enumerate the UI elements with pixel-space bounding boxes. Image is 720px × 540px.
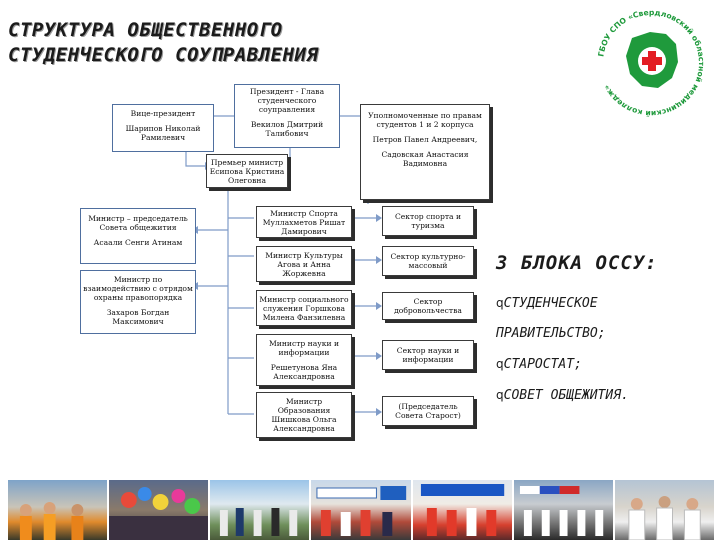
minister-culture-line-2: Агова и Анна [277, 260, 331, 269]
blocks-heading: 3 БЛОКА ОССУ: [496, 252, 658, 274]
students-street-photo [513, 480, 613, 540]
minister-education-line-2: Образования [277, 406, 331, 415]
sector-sport-line-2: туризма [411, 221, 445, 230]
law-line-1: Министр по [113, 275, 163, 284]
box-minister-science: Министр науки и информации Решетунова Ян… [256, 334, 352, 386]
ombudsmen-line-4: Петров Павел Андреевич, [372, 135, 478, 144]
vice-line-1: Вице-президент [130, 109, 196, 118]
box-sector-volunteer: Сектор добровольчества [382, 292, 474, 320]
vice-line-4: Рамилевич [140, 133, 186, 142]
bullet-icon: q [496, 388, 504, 402]
outdoor-group-photo [210, 480, 310, 540]
sector-volunteer-line-2: добровольчества [394, 306, 462, 315]
minister-social-line-1: Министр социального [259, 295, 349, 304]
title-line-2: СТУДЕНЧЕСКОГО СОУПРАВЛЕНИЯ [8, 44, 319, 66]
page-title: СТРУКТУРА ОБЩЕСТВЕННОГО СТУДЕНЧЕСКОГО СО… [8, 18, 318, 68]
president-line-3: соуправления [258, 105, 316, 114]
sector-culture-line-2: массовый [408, 261, 448, 270]
minister-education-line-3: Шишкова Ольга [271, 415, 337, 424]
minister-culture-line-1: Министр Культуры [265, 251, 343, 260]
law-line-2: взаимодействию с отрядом [83, 284, 193, 293]
blocks-item-2-text: СТАРОСТАТ; [503, 357, 582, 372]
law-line-5: Захаров Богдан [106, 308, 170, 317]
president-line-2: студенческого [257, 96, 317, 105]
crowd-balloons-photo [109, 480, 209, 540]
sector-headmen-line-1: (Председатель [398, 402, 458, 411]
premier-line-1: Премьер министр [210, 158, 284, 167]
president-line-5: Векилов Дмитрий [250, 120, 324, 129]
title-line-1: СТРУКТУРА ОБЩЕСТВЕННОГО [8, 19, 283, 41]
blocks-item-1-text: СТУДЕНЧЕСКОЕ [503, 296, 598, 311]
bullet-icon: q [496, 296, 504, 310]
bullet-icon: q [496, 357, 504, 371]
minister-education-line-1: Министр [285, 397, 323, 406]
blocks-item-1-cont-text: ПРАВИТЕЛЬСТВО; [496, 326, 606, 341]
blocks-item-1: qСТУДЕНЧЕСКОЕ [496, 288, 718, 319]
box-sector-sport: Сектор спорта и туризма [382, 206, 474, 236]
minister-culture-line-3: Жоржевна [282, 269, 326, 278]
minister-social-line-3: Милена Фанзилевна [262, 313, 346, 322]
minister-sport-line-2: Муллахметов Ришат [262, 218, 346, 227]
box-minister-social: Министр социального служения Горшкова Ми… [256, 290, 352, 326]
sector-science-line-2: информации [402, 355, 454, 364]
blocks-item-2: qСТАРОСТАТ; [496, 349, 718, 380]
minister-science-line-2: информации [278, 348, 330, 357]
dorm-line-1: Министр – председатель [88, 214, 188, 223]
vice-line-3: Шарипов Николай [125, 124, 201, 133]
sector-culture-line-1: Сектор культурно- [390, 252, 466, 261]
sector-volunteer-line-1: Сектор [413, 297, 443, 306]
photo-strip [8, 480, 714, 540]
box-minister-culture: Министр Культуры Агова и Анна Жоржевна [256, 246, 352, 282]
minister-science-line-4: Решетунова Яна [270, 363, 338, 372]
premier-line-3: Олеговна [228, 176, 266, 185]
volunteers-orange-photo [8, 480, 108, 540]
blocks-item-3-text: СОВЕТ ОБЩЕЖИТИЯ. [503, 388, 629, 403]
dorm-line-4: Асаали Сенги Атинам [93, 238, 183, 247]
red-cross-horizontal [642, 57, 662, 65]
sector-science-line-1: Сектор науки и [396, 346, 460, 355]
ombudsmen-line-7: Вадимовна [402, 159, 448, 168]
box-minister-sport: Министр Спорта Муллахметов Ришат Дамиров… [256, 206, 352, 238]
box-ombudsmen: Уполномоченные по правам студентов 1 и 2… [360, 104, 490, 200]
ombudsmen-line-1: Уполномоченные по правам [368, 111, 482, 120]
sector-headmen-line-2: Совета Старост) [395, 411, 461, 420]
sector-sport-line-1: Сектор спорта и [394, 212, 462, 221]
minister-education-line-4: Александровна [273, 424, 335, 433]
minister-science-line-5: Александровна [273, 372, 335, 381]
box-sector-science: Сектор науки и информации [382, 340, 474, 370]
blocks-item-1-cont: ПРАВИТЕЛЬСТВО; [496, 319, 718, 349]
box-dorm-chair: Министр – председатель Совета общежития … [80, 208, 196, 264]
box-minister-education: Министр Образования Шишкова Ольга Алекса… [256, 392, 352, 438]
box-sector-culture: Сектор культурно- массовый [382, 246, 474, 276]
college-logo: ГБОУ СПО «Свердловский областной медицин… [595, 7, 707, 119]
law-line-6: Максимович [112, 317, 164, 326]
minister-sport-line-3: Дамирович [281, 227, 327, 236]
minister-sport-line-1: Министр Спорта [270, 209, 338, 218]
dorm-line-2: Совета общежития [99, 223, 177, 232]
red-uniform-group-photo [412, 480, 512, 540]
minister-science-line-1: Министр науки и [268, 339, 340, 348]
ossu-blocks: 3 БЛОКА ОССУ: qСТУДЕНЧЕСКОЕ ПРАВИТЕЛЬСТВ… [496, 252, 718, 411]
box-sector-headmen: (Председатель Совета Старост) [382, 396, 474, 426]
ombudsmen-line-6: Садовская Анастасия [381, 150, 469, 159]
box-president: Президент - Глава студенческого соуправл… [234, 84, 340, 148]
president-line-6: Талибович [265, 129, 309, 138]
ombudsmen-line-2: студентов 1 и 2 корпуса [376, 120, 474, 129]
minister-social-line-2: служения Горшкова [263, 304, 345, 313]
box-law-minister: Министр по взаимодействию с отрядом охра… [80, 270, 196, 334]
blocks-item-3: qСОВЕТ ОБЩЕЖИТИЯ. [496, 380, 718, 411]
white-coats-photo [614, 480, 714, 540]
premier-line-2: Есипова Кристина [209, 167, 285, 176]
president-line-1: Президент - Глава [249, 87, 325, 96]
law-line-3: охраны правопорядка [93, 293, 183, 302]
box-vice-president: Вице-президент Шарипов Николай Рамилевич [112, 104, 214, 152]
box-premier: Премьер министр Есипова Кристина Олеговн… [206, 154, 288, 188]
banner-event-photo [311, 480, 411, 540]
